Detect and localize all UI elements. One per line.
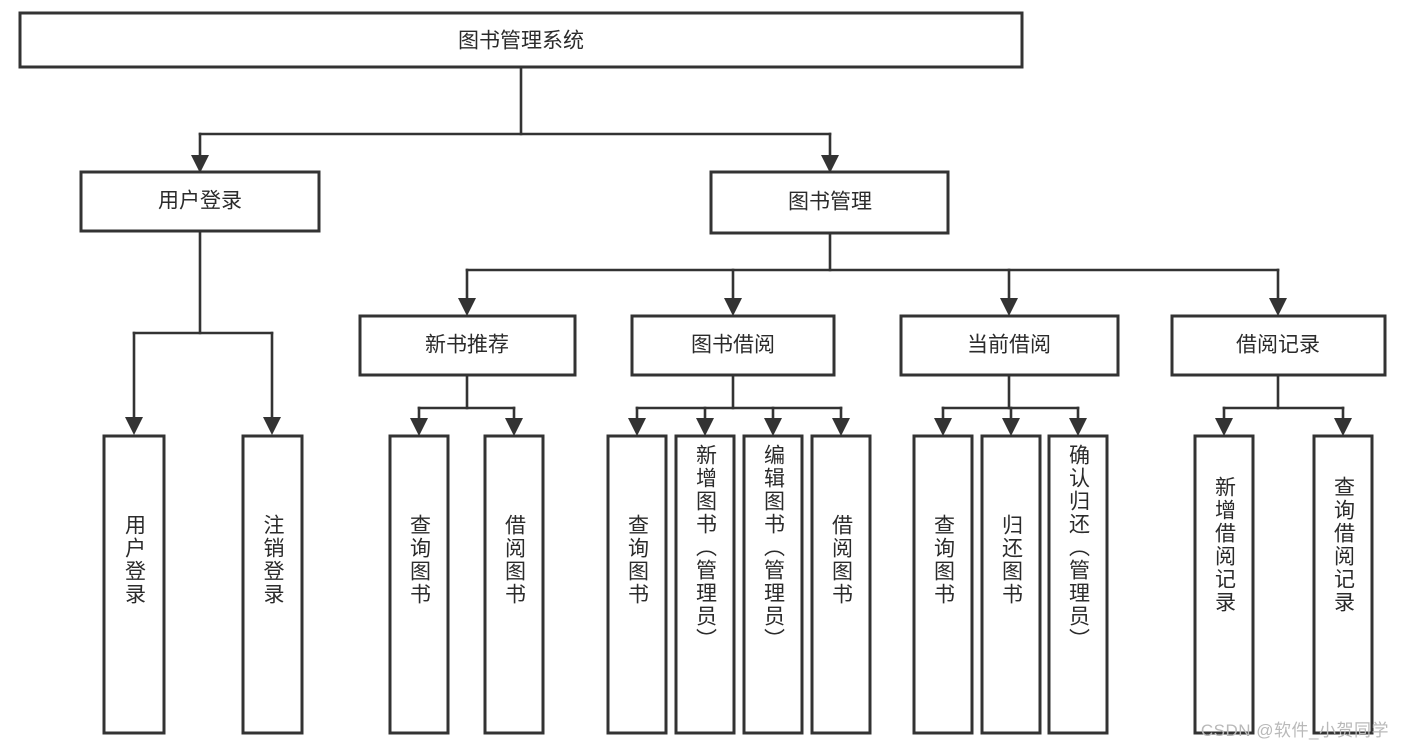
node-book-management-label: 图书管理: [788, 191, 872, 214]
node-book-borrow-box[interactable]: [630, 314, 836, 377]
leaf-box-nb-query-book[interactable]: [388, 434, 450, 735]
node-book-borrow[interactable]: 图书借阅: [630, 314, 836, 377]
leaf-box-bb-edit-book[interactable]: [742, 434, 804, 735]
node-root[interactable]: 图书管理系统: [18, 11, 1024, 69]
arrow-head-borrow-record: [1269, 298, 1287, 316]
node-new-book-recommend[interactable]: 新书推荐: [358, 314, 577, 377]
arrow-head-cb-leaf1: [934, 418, 952, 436]
arrow-head-leaf-user-login: [125, 417, 143, 435]
arrow-head-current-borrow: [1000, 298, 1018, 316]
arrow-head-book-borrow: [724, 298, 742, 316]
node-user-login-label: 用户登录: [158, 190, 242, 213]
arrow-head-leaf-logout: [263, 417, 281, 435]
arrow-head-new-book: [458, 298, 476, 316]
arrow-head-bb-leaf3: [764, 418, 782, 436]
leaf-box-br-add-record[interactable]: [1193, 434, 1255, 735]
arrow-head-bb-leaf4: [832, 418, 850, 436]
node-root-box[interactable]: [18, 11, 1024, 69]
leaf-box-cb-return-book[interactable]: [980, 434, 1042, 735]
arrow-head-bb-leaf1: [628, 418, 646, 436]
node-new-book-recommend-label: 新书推荐: [425, 334, 509, 357]
leaf-box-bb-query-book[interactable]: [606, 434, 668, 735]
arrow-head-cb-leaf2: [1002, 418, 1020, 436]
node-borrow-record[interactable]: 借阅记录: [1170, 314, 1387, 377]
connector-group-root: [191, 65, 839, 173]
node-new-book-recommend-box[interactable]: [358, 314, 577, 377]
arrow-head-nb-leaf2: [505, 418, 523, 436]
node-current-borrow-label: 当前借阅: [967, 334, 1051, 357]
arrow-head-nb-leaf1: [410, 418, 428, 436]
arrow-head-br-leaf1: [1215, 418, 1233, 436]
leaf-box-user-login[interactable]: [102, 434, 166, 735]
node-book-management-box[interactable]: [709, 170, 950, 235]
node-borrow-record-box[interactable]: [1170, 314, 1387, 377]
leaf-box-bb-add-book[interactable]: [674, 434, 736, 735]
arrow-head-cb-leaf3: [1069, 418, 1087, 436]
node-root-label: 图书管理系统: [458, 30, 584, 53]
leaf-box-nb-borrow-book[interactable]: [483, 434, 545, 735]
arrow-head-user-login: [191, 155, 209, 173]
connector-group-borrow-record: [1215, 373, 1352, 436]
node-user-login[interactable]: 用户登录: [79, 170, 321, 233]
node-book-management[interactable]: 图书管理: [709, 170, 950, 235]
arrow-head-br-leaf2: [1334, 418, 1352, 436]
connector-group-book-mgmt: [458, 231, 1287, 316]
connector-group-new-book: [410, 373, 523, 436]
node-user-login-box[interactable]: [79, 170, 321, 233]
node-current-borrow-box[interactable]: [899, 314, 1120, 377]
leaf-box-br-query-record[interactable]: [1312, 434, 1374, 735]
node-current-borrow[interactable]: 当前借阅: [899, 314, 1120, 377]
leaf-box-cb-query-book[interactable]: [912, 434, 974, 735]
connector-group-book-borrow: [628, 373, 850, 436]
node-book-borrow-label: 图书借阅: [691, 334, 775, 357]
connector-group-user-login: [125, 229, 281, 435]
arrow-head-bb-leaf2: [696, 418, 714, 436]
leaf-box-cb-confirm-return[interactable]: [1047, 434, 1109, 735]
leaf-box-logout[interactable]: [241, 434, 304, 735]
node-borrow-record-label: 借阅记录: [1236, 334, 1320, 357]
leaf-box-bb-borrow-book[interactable]: [810, 434, 872, 735]
arrow-head-book-mgmt: [821, 155, 839, 173]
connector-group-current-borrow: [934, 373, 1087, 436]
watermark-text: CSDN @软件_小贺同学: [1200, 721, 1389, 740]
